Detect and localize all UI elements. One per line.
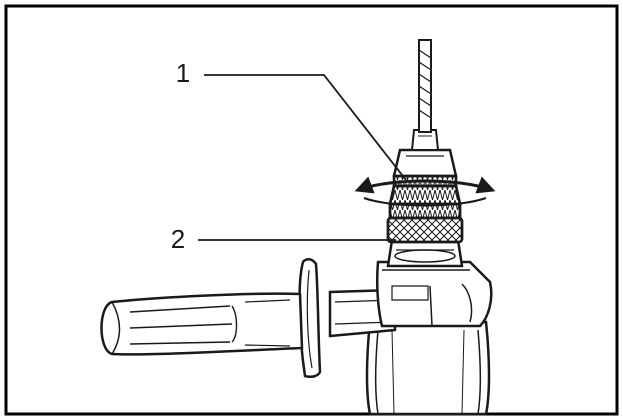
callout-number-2: 2 [171, 224, 185, 254]
drill-neck [386, 238, 464, 268]
leader-line-1 [204, 74, 407, 181]
chuck-sleeve [388, 148, 462, 206]
drill-body [365, 320, 491, 416]
rotation-arrow-icon [354, 176, 496, 207]
drill-bit [410, 39, 440, 151]
callout-number-1: 1 [176, 58, 190, 88]
chuck-ring [386, 202, 464, 244]
figure-frame [4, 4, 619, 416]
handle-clamp [375, 260, 493, 328]
callout-leaders [198, 74, 407, 241]
side-handle [100, 258, 397, 379]
